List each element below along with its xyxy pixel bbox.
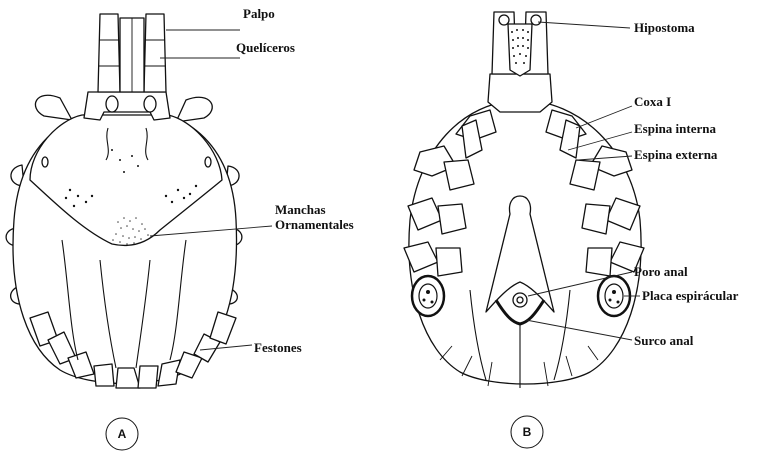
ventral-basis-capituli bbox=[488, 74, 552, 112]
palp-left bbox=[98, 14, 120, 92]
leg-stump-left-1 bbox=[35, 95, 72, 120]
label-coxa: Coxa I bbox=[634, 94, 671, 109]
leg-right-2b bbox=[570, 160, 600, 190]
label-hipostoma: Hipostoma bbox=[634, 20, 695, 35]
leg-left-2b bbox=[444, 160, 474, 190]
label-surco-anal: Surco anal bbox=[634, 333, 694, 348]
leg-right-4b bbox=[586, 248, 612, 276]
label-espina-interna: Espina interna bbox=[634, 121, 716, 136]
label-manchas-2: Ornamentales bbox=[275, 217, 354, 232]
panel-a-letter: A bbox=[118, 427, 127, 441]
leg-stump-right-1 bbox=[176, 97, 212, 122]
palp-right bbox=[144, 14, 166, 92]
panel-b-ventral-tick bbox=[404, 12, 644, 388]
leg-left-4b bbox=[436, 248, 462, 276]
label-palpo: Palpo bbox=[243, 6, 275, 21]
label-queliceros: Quelíceros bbox=[236, 40, 295, 55]
leg-right-3b bbox=[582, 204, 610, 234]
label-manchas-1: Manchas bbox=[275, 202, 326, 217]
spiracular-plate-left bbox=[412, 276, 444, 316]
panel-a-dorsal-tick bbox=[6, 14, 272, 388]
label-placa: Placa espirácular bbox=[642, 288, 739, 303]
label-poro-anal: Poro anal bbox=[634, 264, 688, 279]
leg-left-3b bbox=[438, 204, 466, 234]
label-espina-externa: Espina externa bbox=[634, 147, 718, 162]
panel-b-letter: B bbox=[523, 425, 532, 439]
label-festones: Festones bbox=[254, 340, 302, 355]
